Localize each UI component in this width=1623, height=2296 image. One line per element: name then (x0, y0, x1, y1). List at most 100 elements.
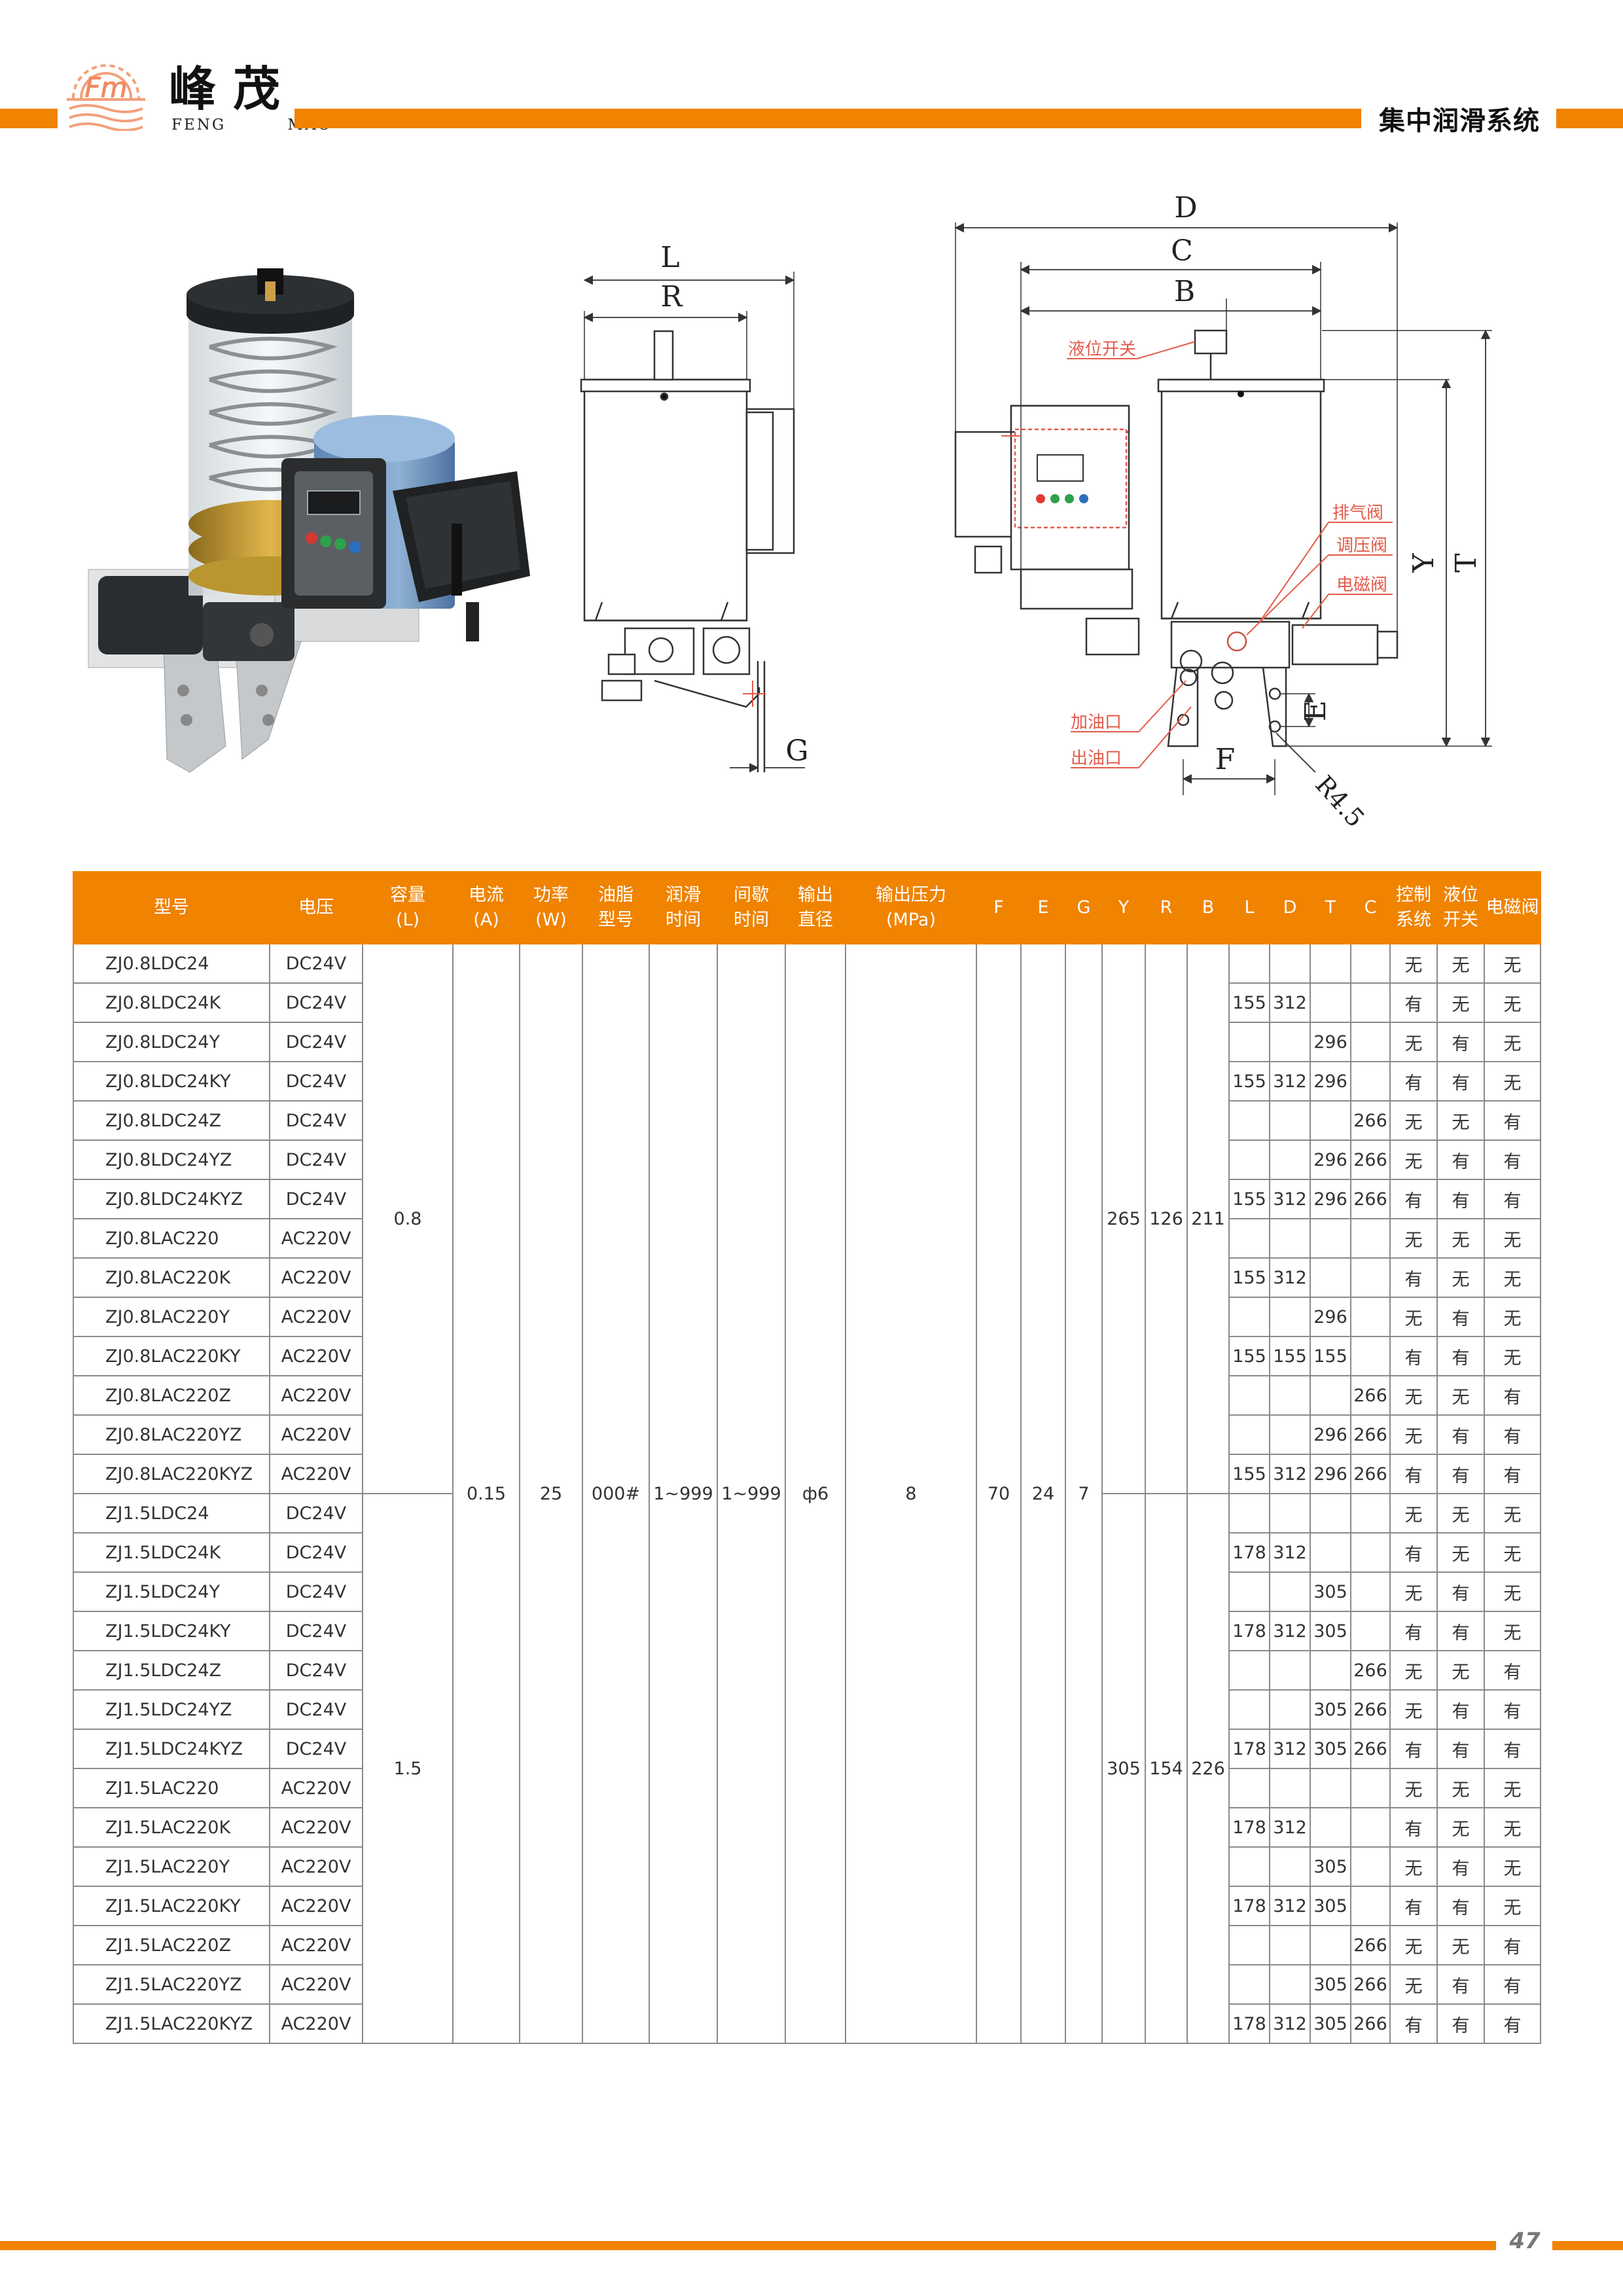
cell-t: 296 (1310, 1414, 1351, 1455)
cell-model: ZJ0.8LDC24KYZ (73, 1179, 270, 1219)
cell-c: 266 (1350, 1650, 1391, 1691)
cell-model: ZJ0.8LAC220KY (73, 1336, 270, 1376)
cell-voltage: DC24V (269, 1022, 363, 1062)
col-g: G (1065, 871, 1103, 944)
cell-y: 305 (1101, 1493, 1146, 2044)
cell-l (1228, 1375, 1270, 1416)
cell-t: 296 (1310, 1297, 1351, 1337)
cell-l: 155 (1228, 1061, 1270, 1102)
cell-level: 无 (1436, 982, 1485, 1023)
cell-d: 312 (1269, 982, 1311, 1023)
page-number: 47 (1509, 2228, 1541, 2254)
cell-control: 无 (1389, 1100, 1438, 1141)
cell-solenoid: 无 (1484, 1493, 1541, 1534)
col-e: E (1020, 871, 1066, 944)
cell-model: ZJ0.8LDC24KY (73, 1061, 270, 1102)
cell-control: 无 (1389, 1925, 1438, 1965)
cell-model: ZJ0.8LDC24 (73, 943, 270, 984)
cell-control: 有 (1389, 1061, 1438, 1102)
cell-t: 296 (1310, 1139, 1351, 1180)
cell-d: 312 (1269, 1061, 1311, 1102)
cell-voltage: AC220V (269, 1454, 363, 1494)
dimension-label-t: T (1450, 553, 1483, 572)
dimension-label-y: Y (1407, 553, 1440, 573)
cell-voltage: AC220V (269, 1807, 363, 1848)
cell-t: 305 (1310, 1886, 1351, 1926)
cell-solenoid: 有 (1484, 2003, 1541, 2044)
cell-control: 无 (1389, 1689, 1438, 1730)
cell-voltage: DC24V (269, 1100, 363, 1141)
cell-solenoid: 有 (1484, 1100, 1541, 1141)
cell-c (1350, 943, 1391, 984)
callout-vent-valve: 排气阀 (1332, 503, 1383, 523)
cell-c: 266 (1350, 1375, 1391, 1416)
dimension-label-b: B (1174, 275, 1195, 308)
cell-model: ZJ1.5LAC220Z (73, 1925, 270, 1965)
cell-model: ZJ1.5LAC220YZ (73, 1964, 270, 2005)
cell-solenoid: 有 (1484, 1375, 1541, 1416)
cell-level: 有 (1436, 1689, 1485, 1730)
cell-d (1269, 1846, 1311, 1887)
footer-bar-left (0, 2241, 1496, 2250)
cell-pressure: 8 (845, 943, 977, 2044)
cell-model: ZJ0.8LAC220KYZ (73, 1454, 270, 1494)
cell-voltage: DC24V (269, 943, 363, 984)
cell-voltage: AC220V (269, 1846, 363, 1887)
cell-solenoid: 无 (1484, 1336, 1541, 1376)
cell-d: 312 (1269, 1532, 1311, 1573)
footer-bar-right (1552, 2241, 1623, 2250)
cell-d (1269, 1022, 1311, 1062)
cell-level: 无 (1436, 1925, 1485, 1965)
cell-solenoid: 无 (1484, 1257, 1541, 1298)
cell-model: ZJ0.8LDC24K (73, 982, 270, 1023)
col-r: R (1145, 871, 1188, 944)
cell-solenoid: 有 (1484, 1139, 1541, 1180)
dimension-label-r: R (660, 280, 683, 314)
col-b: B (1186, 871, 1230, 944)
cell-t (1310, 1768, 1351, 1808)
cell-l (1228, 1650, 1270, 1691)
cell-d (1269, 1297, 1311, 1337)
cell-control: 有 (1389, 1179, 1438, 1219)
cell-solenoid: 有 (1484, 1964, 1541, 2005)
cell-d: 312 (1269, 1454, 1311, 1494)
cell-l (1228, 1571, 1270, 1612)
dimension-label-c: C (1171, 234, 1193, 268)
cell-model: ZJ0.8LAC220Z (73, 1375, 270, 1416)
radius-label: R4.5 (1310, 770, 1370, 833)
cell-l (1228, 943, 1270, 984)
cell-capacity: 1.5 (362, 1493, 454, 2044)
cell-control: 有 (1389, 982, 1438, 1023)
cell-l (1228, 1925, 1270, 1965)
callout-pressure-valve: 调压阀 (1336, 536, 1387, 556)
cell-l (1228, 1297, 1270, 1337)
col-capacity: 容量(L) (362, 871, 454, 944)
cell-l (1228, 1139, 1270, 1180)
cell-l (1228, 1846, 1270, 1887)
cell-l: 155 (1228, 1257, 1270, 1298)
cell-solenoid: 无 (1484, 1846, 1541, 1887)
cell-level: 有 (1436, 1336, 1485, 1376)
cell-level: 有 (1436, 1061, 1485, 1102)
cell-l: 178 (1228, 1807, 1270, 1848)
cell-outlet: ф6 (785, 943, 846, 2044)
cell-voltage: AC220V (269, 1257, 363, 1298)
cell-model: ZJ1.5LAC220 (73, 1768, 270, 1808)
dimension-label-g: G (785, 734, 808, 768)
dimension-label-e: E (1299, 700, 1332, 721)
cell-g: 7 (1065, 943, 1103, 2044)
cell-l (1228, 1218, 1270, 1259)
cell-l: 178 (1228, 1611, 1270, 1651)
